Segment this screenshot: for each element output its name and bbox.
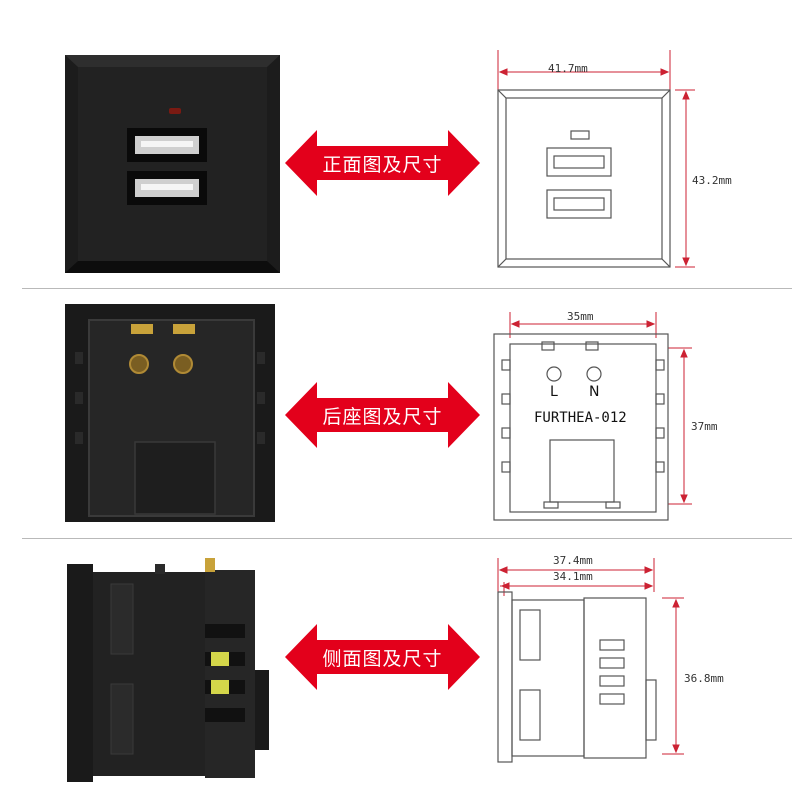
- front-view-label: 正面图及尺寸: [322, 153, 443, 176]
- side-drawing: [497, 558, 684, 763]
- side-outer-width-dim: 37.4mm: [553, 554, 593, 567]
- usb-port-bottom: [127, 171, 207, 205]
- pin-label-l: L: [550, 384, 558, 400]
- pin-label-n: N: [589, 384, 600, 400]
- back-height-dim: 37mm: [691, 420, 718, 433]
- back-photo: [65, 304, 275, 522]
- back-drawing: [493, 312, 692, 521]
- back-view-label: 后座图及尺寸: [322, 405, 443, 428]
- back-width-dim: 35mm: [567, 310, 594, 323]
- side-view-label: 侧面图及尺寸: [322, 647, 443, 670]
- front-width-dim: 41.7mm: [548, 62, 588, 75]
- front-height-dim: 43.2mm: [692, 174, 732, 187]
- side-view-arrow: 侧面图及尺寸: [285, 622, 480, 692]
- side-height-dim: 36.8mm: [684, 672, 724, 685]
- divider-2: [22, 538, 792, 539]
- side-photo: [67, 558, 269, 782]
- divider-1: [22, 288, 792, 289]
- indicator-led: [169, 108, 181, 114]
- row-side: 侧面图及尺寸: [0, 540, 800, 800]
- back-view-arrow: 后座图及尺寸: [285, 380, 480, 450]
- side-inner-width-dim: 34.1mm: [553, 570, 593, 583]
- row-front: 正面图及尺寸 41.7mm 43: [0, 30, 800, 290]
- front-photo: [65, 55, 280, 273]
- front-view-arrow: 正面图及尺寸: [285, 128, 480, 198]
- front-drawing: [497, 50, 695, 268]
- model-number: FURTHEA-012: [534, 410, 627, 426]
- row-back: 后座图及尺寸: [0, 290, 800, 550]
- usb-port-top: [127, 128, 207, 162]
